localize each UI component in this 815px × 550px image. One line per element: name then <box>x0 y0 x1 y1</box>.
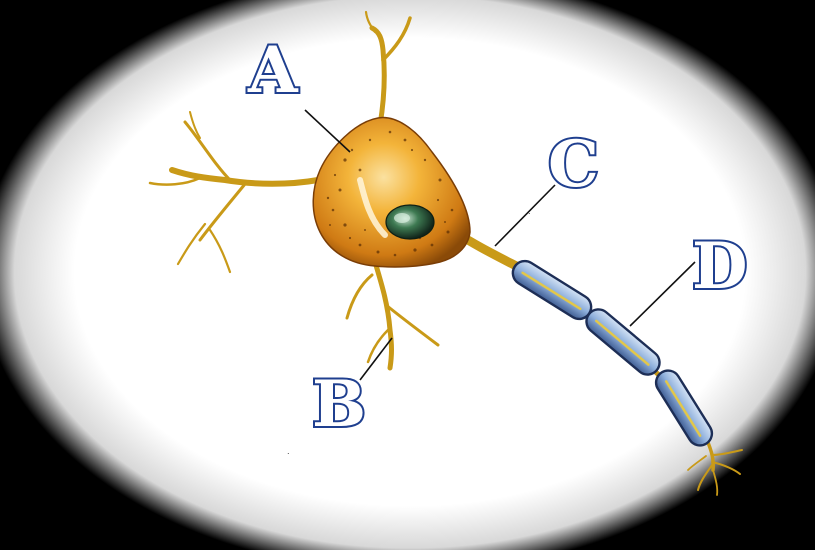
label-a: A <box>247 33 299 108</box>
label-c: C <box>548 127 599 202</box>
label-b: B <box>312 367 366 442</box>
svg-text:.: . <box>528 207 531 216</box>
label-d: D <box>692 229 748 304</box>
nucleus <box>386 205 434 239</box>
svg-text:.: . <box>287 447 290 456</box>
